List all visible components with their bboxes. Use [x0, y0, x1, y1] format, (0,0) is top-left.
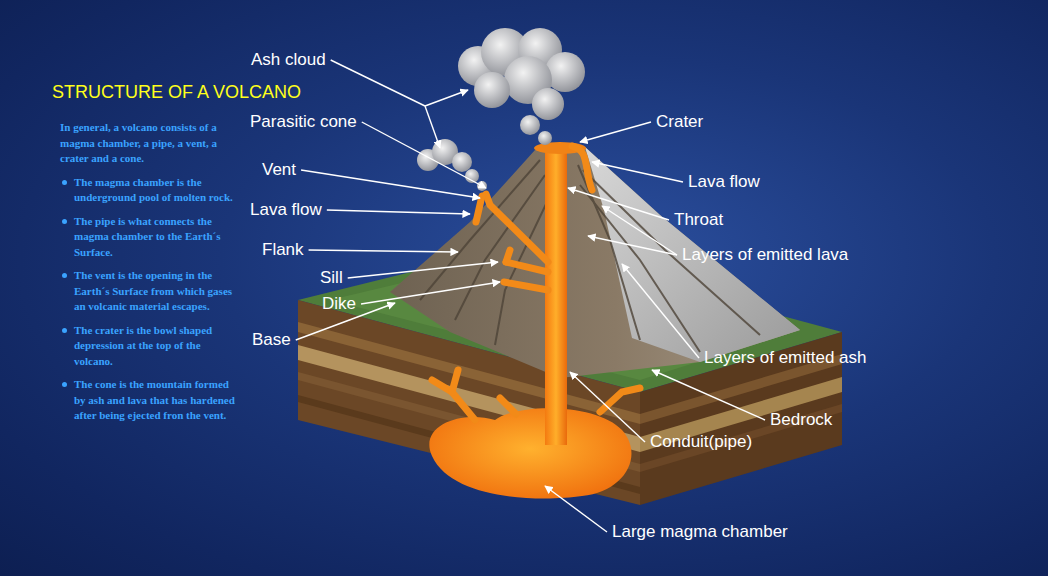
bullet-dot: [62, 219, 67, 224]
leader-line: [545, 486, 607, 532]
leader-line: [592, 162, 683, 182]
part-label: Ash cloud: [251, 50, 326, 70]
leader-line: [301, 170, 480, 198]
bullet-dot: [62, 382, 67, 387]
leader-line: [588, 236, 677, 255]
leader-line: [362, 122, 486, 188]
bullet-dot: [62, 273, 67, 278]
intro-text: In general, a volcano consists of a magm…: [60, 120, 242, 167]
part-label: Lava flow: [688, 172, 760, 192]
bullet-text: The crater is the bowl shaped depression…: [60, 323, 242, 370]
part-label: Crater: [656, 112, 703, 132]
part-label: Bedrock: [770, 410, 832, 430]
bullet-text: The magma chamber is the underground poo…: [60, 175, 242, 206]
leader-line: [348, 262, 498, 278]
leader-line: [622, 264, 699, 358]
part-label: Base: [252, 330, 291, 350]
leader-line: [425, 90, 468, 106]
part-label: Large magma chamber: [612, 522, 788, 542]
leader-line: [327, 210, 470, 214]
bullet-dot: [62, 328, 67, 333]
slide-title: STRUCTURE OF A VOLCANO: [52, 82, 301, 103]
bullet-text: The cone is the mountain formed by ash a…: [60, 377, 242, 424]
leader-line: [570, 372, 645, 442]
part-label: Layers of emitted ash: [704, 348, 867, 368]
text-panel: In general, a volcano consists of a magm…: [60, 120, 242, 432]
bullet-dot: [62, 180, 67, 185]
leader-line: [568, 188, 669, 220]
part-label: Parasitic cone: [250, 112, 357, 132]
leader-line: [309, 250, 458, 252]
leader-line: [331, 60, 425, 106]
bullet-text: The vent is the opening in the Earth´s S…: [60, 268, 242, 315]
part-label: Lava flow: [250, 200, 322, 220]
part-label: Layers of emitted lava: [682, 245, 848, 265]
part-label: Conduit(pipe): [650, 432, 752, 452]
leader-line: [580, 122, 651, 142]
part-label: Throat: [674, 210, 723, 230]
part-label: Dike: [322, 294, 356, 314]
leader-line: [361, 282, 500, 304]
part-label: Flank: [262, 240, 304, 260]
part-label: Vent: [262, 160, 296, 180]
bullet-text: The pipe is what connects the magma cham…: [60, 214, 242, 261]
part-label: Sill: [320, 268, 343, 288]
leader-line: [425, 106, 440, 148]
leader-line: [652, 370, 765, 420]
